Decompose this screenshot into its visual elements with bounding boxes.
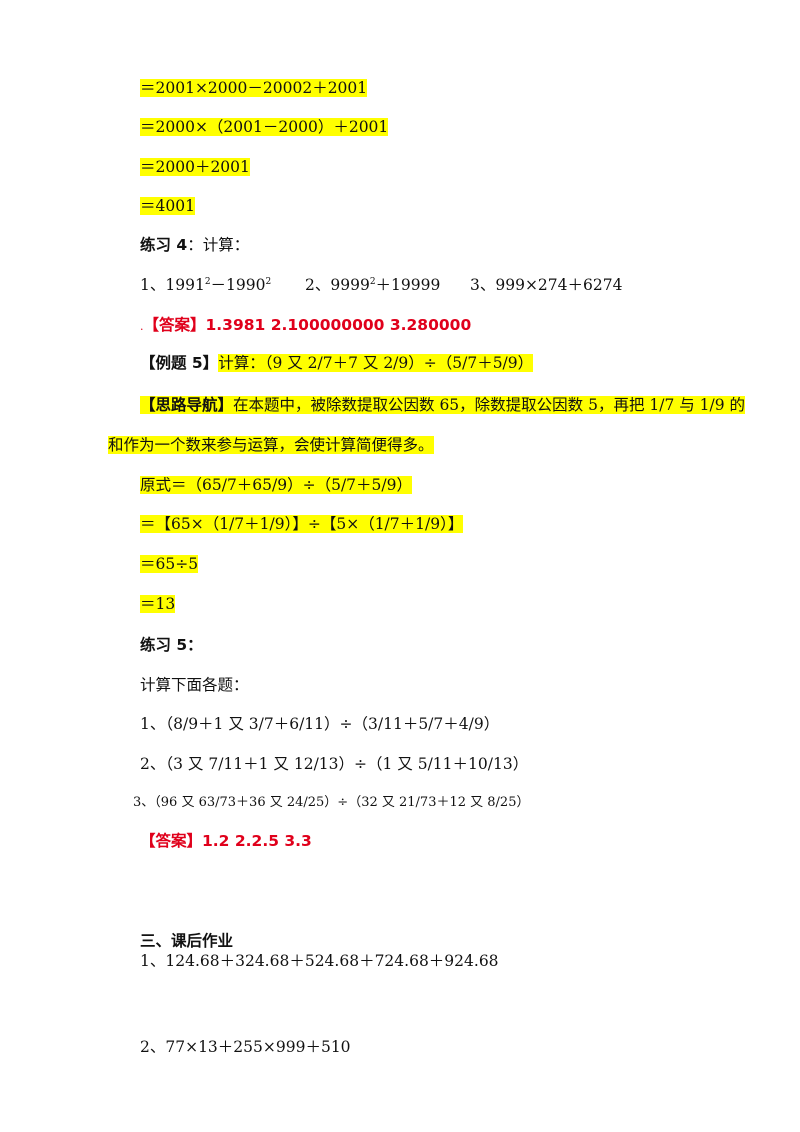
answer-5: 【答案】1.2 2.2.5 3.3 xyxy=(140,832,312,850)
step-text: ＝2001×2000－20002＋2001 xyxy=(140,79,368,97)
homework-title: 三、课后作业 xyxy=(140,932,234,950)
p4-item-3: 3、999×274＋6274 xyxy=(470,276,623,294)
solution-step-3: ＝2000＋2001 xyxy=(140,156,250,178)
step-text: ＝4001 xyxy=(140,197,195,215)
guide-label: 【思路导航】 xyxy=(140,396,234,414)
guide-text-2: 和作为一个数来参与运算，会使计算简便得多。 xyxy=(108,436,434,454)
practice-4-title: 练习 4 xyxy=(140,236,188,254)
p5-item-3: 3、（96 又 63/73＋36 又 24/25）÷（32 又 21/73＋12… xyxy=(133,795,530,810)
step-text: ＝13 xyxy=(140,595,176,613)
example-5-step-2: ＝【65×（1/7＋1/9）】÷【5×（1/7＋1/9）】 xyxy=(140,513,464,535)
solution-step-1: ＝2001×2000－20002＋2001 xyxy=(140,77,368,99)
practice-4-heading: 练习 4：计算： xyxy=(140,234,249,256)
guide-text-1: 在本题中，被除数提取公因数 65，除数提取公因数 5，再把 1/7 与 1/9 … xyxy=(233,396,746,414)
answer-4-text: 【答案】1.3981 2.100000000 3.280000 xyxy=(143,316,472,334)
solution-step-2: ＝2000×（2001－2000）＋2001 xyxy=(140,116,389,138)
solution-step-4: ＝4001 xyxy=(140,195,195,217)
guide-line-2: 和作为一个数来参与运算，会使计算简便得多。 xyxy=(108,434,434,456)
p4-item-2: 2、99992＋19999 xyxy=(305,276,441,294)
practice-4-instruction: ：计算： xyxy=(187,236,250,254)
homework-item-2: 2、77×13＋255×999＋510 xyxy=(140,1038,351,1056)
practice-5-title: 练习 5： xyxy=(140,636,203,654)
step-text: ＝【65×（1/7＋1/9）】÷【5×（1/7＋1/9）】 xyxy=(140,515,464,533)
example-5-step-1: 原式＝（65/7＋65/9）÷（5/7＋5/9） xyxy=(140,474,412,496)
answer-4: .【答案】1.3981 2.100000000 3.280000 xyxy=(140,314,471,338)
practice-4-items: 1、19912－19902 2、99992＋19999 3、999×274＋62… xyxy=(140,274,660,296)
example-5-text: 计算：（9 又 2/7＋7 又 2/9）÷（5/7＋5/9） xyxy=(218,354,534,372)
step-text: ＝2000×（2001－2000）＋2001 xyxy=(140,118,389,136)
step-text: ＝65÷5 xyxy=(140,555,199,573)
example-5-step-4: ＝13 xyxy=(140,593,176,615)
homework-item-1: 1、124.68＋324.68＋524.68＋724.68＋924.68 xyxy=(140,952,499,970)
step-text: ＝2000＋2001 xyxy=(140,158,250,176)
guide-line-1: 【思路导航】在本题中，被除数提取公因数 65，除数提取公因数 5，再把 1/7 … xyxy=(140,394,746,416)
practice-5-instruction: 计算下面各题： xyxy=(140,676,249,694)
example-5: 【例题 5】计算：（9 又 2/7＋7 又 2/9）÷（5/7＋5/9） xyxy=(140,352,534,374)
step-text: 原式＝（65/7＋65/9）÷（5/7＋5/9） xyxy=(140,476,412,494)
answer-4-dot: . xyxy=(140,320,144,333)
p5-item-1: 1、（8/9＋1 又 3/7＋6/11）÷（3/11＋5/7＋4/9） xyxy=(140,715,500,733)
example-5-step-3: ＝65÷5 xyxy=(140,553,199,575)
p5-item-2: 2、（3 又 7/11＋1 又 12/13）÷（1 又 5/11＋10/13） xyxy=(140,755,529,773)
p4-item-1: 1、19912－19902 xyxy=(140,276,272,294)
example-5-label: 【例题 5】 xyxy=(140,354,219,372)
